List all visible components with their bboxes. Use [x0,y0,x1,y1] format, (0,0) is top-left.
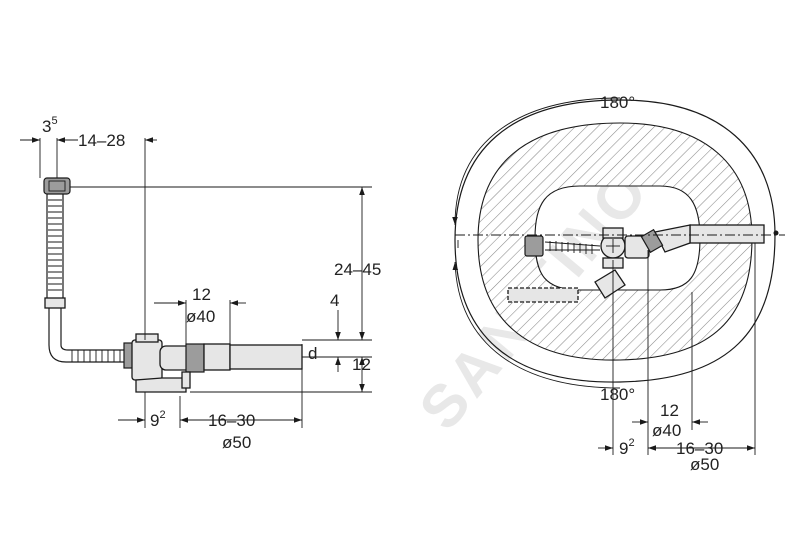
dim-9-2-right: 92 [619,437,635,458]
dim-d: d [308,344,317,363]
right-top-view: 180° 180° 12 ø40 92 16–30 ø50 [452,93,785,474]
drain-pipe [689,224,765,244]
overflow-fitting [524,235,544,257]
dim-180-bottom: 180° [600,385,635,404]
dim-16-30-right: 16–30 [676,439,723,458]
tub-outer-outline [454,99,776,383]
dim-14-28: 14–28 [78,131,125,150]
dim-4: 4 [330,291,339,310]
dim-24-45: 24–45 [334,260,381,279]
dim-50-right: ø50 [690,455,719,474]
dim-12-right: 12 [660,401,679,420]
dim-40-right: ø40 [652,421,681,440]
trap-assembly [123,333,303,393]
overflow-head [43,177,71,195]
dim-3-5: 35 [42,115,58,136]
left-side-view: 35 14–28 24–45 4 12 d 12 ø40 92 16–30 ø5… [20,115,381,452]
dim-9-2-left: 92 [150,409,166,430]
overflow-hose [44,194,124,363]
dim-50-left: ø50 [222,433,251,452]
dim-180-top: 180° [600,93,635,112]
dim-16-30-left: 16–30 [208,411,255,430]
dim-12-right: 12 [352,355,371,374]
dim-12-top: 12 [192,285,211,304]
dim-40-top: ø40 [186,307,215,326]
